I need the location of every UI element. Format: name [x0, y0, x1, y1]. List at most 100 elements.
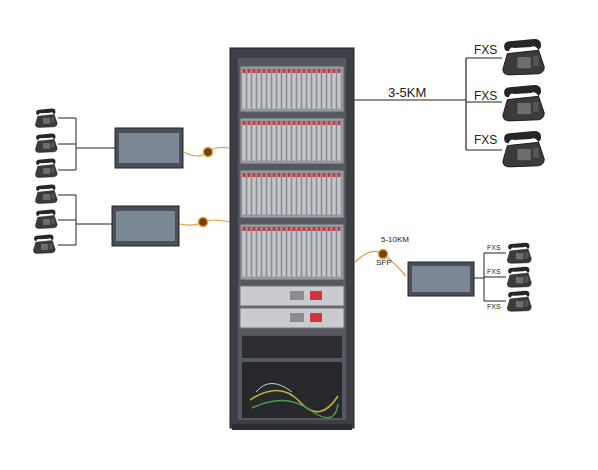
card-latch [248, 227, 251, 231]
telephone [507, 243, 531, 264]
interface-label: FXS [474, 44, 497, 56]
line-card [292, 227, 296, 277]
line-card [332, 227, 336, 277]
rack-shelves [240, 66, 344, 280]
line-card [247, 121, 251, 161]
card-latch [338, 121, 341, 125]
interface-label: FXS [487, 268, 501, 275]
card-latch [273, 227, 276, 231]
line-card [327, 227, 331, 277]
cable-area [242, 362, 342, 418]
card-latch [303, 173, 306, 177]
card-latch [243, 69, 246, 73]
line-card [277, 173, 281, 215]
telephone [35, 159, 57, 178]
line-card [292, 121, 296, 161]
line-card [307, 121, 311, 161]
cable [250, 390, 338, 411]
line-card [302, 227, 306, 277]
link-marker [204, 148, 213, 157]
card-latch [323, 121, 326, 125]
card-latch [258, 121, 261, 125]
card-latch [293, 173, 296, 177]
line-card [242, 69, 246, 109]
remote-unit [408, 262, 474, 296]
card-latch [293, 69, 296, 73]
card-latch [318, 121, 321, 125]
interface-label: SFP [376, 259, 392, 267]
remote-unit-panel [412, 266, 470, 292]
rack-base [232, 424, 352, 430]
telephone [507, 267, 531, 288]
card-latch [323, 173, 326, 177]
power-display [310, 291, 322, 300]
line-card [332, 69, 336, 109]
phone-wiring [474, 253, 506, 301]
line-card [322, 69, 326, 109]
line-card [302, 121, 306, 161]
card-latch [328, 69, 331, 73]
line-card [307, 69, 311, 109]
line-card [327, 69, 331, 109]
line-card [287, 173, 291, 215]
card-latch [248, 69, 251, 73]
line-card [282, 227, 286, 277]
rack-interior [238, 58, 346, 420]
telephone [503, 39, 544, 75]
card-latch [328, 227, 331, 231]
line-card [337, 227, 341, 277]
card-latch [288, 69, 291, 73]
card-latch [263, 121, 266, 125]
interface-label: FXS [474, 90, 497, 102]
line-card [247, 69, 251, 109]
card-latch [273, 69, 276, 73]
line-card [282, 121, 286, 161]
power-unit [240, 308, 344, 328]
line-card [312, 121, 316, 161]
line-card [277, 69, 281, 109]
card-latch [308, 121, 311, 125]
line-card [297, 121, 301, 161]
card-latch [313, 173, 316, 177]
line-card [272, 173, 276, 215]
line-card [337, 173, 341, 215]
remote-unit [112, 206, 179, 246]
card-latch [313, 121, 316, 125]
card-latch [298, 227, 301, 231]
line-card [267, 121, 271, 161]
link-marker [199, 218, 208, 227]
card-latch [293, 121, 296, 125]
cable [252, 400, 338, 417]
card-latch [288, 121, 291, 125]
card-latch [338, 227, 341, 231]
line-card [332, 173, 336, 215]
line-card [277, 227, 281, 277]
line-card [242, 173, 246, 215]
card-latch [263, 173, 266, 177]
power-unit [240, 286, 344, 306]
card-latch [283, 227, 286, 231]
line-card [307, 173, 311, 215]
line-card [297, 227, 301, 277]
line-card [252, 227, 256, 277]
line-card [272, 121, 276, 161]
card-latch [318, 69, 321, 73]
line-card [257, 173, 261, 215]
line-card [322, 227, 326, 277]
card-latch [278, 121, 281, 125]
card-latch [328, 121, 331, 125]
card-latch [283, 121, 286, 125]
card-latch [333, 173, 336, 177]
line-card [267, 173, 271, 215]
line-card [297, 173, 301, 215]
link-marker [379, 250, 388, 259]
line-card [327, 173, 331, 215]
line-card [277, 121, 281, 161]
card-latch [328, 173, 331, 177]
line-card [317, 121, 321, 161]
line-card [322, 173, 326, 215]
card-latch [278, 69, 281, 73]
line-card [247, 173, 251, 215]
line-card [312, 69, 316, 109]
card-latch [313, 69, 316, 73]
